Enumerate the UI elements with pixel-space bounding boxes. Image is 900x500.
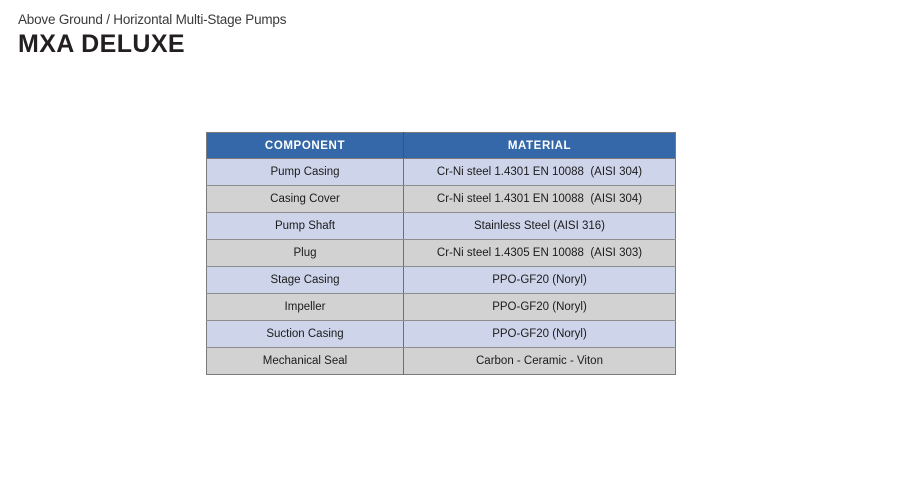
cell-component: Pump Casing	[206, 158, 404, 186]
cell-component: Stage Casing	[206, 266, 404, 294]
document-subtitle: Above Ground / Horizontal Multi-Stage Pu…	[18, 12, 287, 27]
table-header: COMPONENT MATERIAL	[206, 132, 676, 159]
cell-material: PPO-GF20 (Noryl)	[403, 293, 676, 321]
table-header-row: COMPONENT MATERIAL	[206, 132, 676, 159]
cell-material: PPO-GF20 (Noryl)	[403, 266, 676, 294]
column-header-component: COMPONENT	[206, 132, 404, 159]
cell-component: Impeller	[206, 293, 404, 321]
page-title: MXA DELUXE	[18, 30, 185, 58]
cell-material: Carbon - Ceramic - Viton	[403, 347, 676, 375]
cell-component: Casing Cover	[206, 185, 404, 213]
document-header: Above Ground / Horizontal Multi-Stage Pu…	[18, 11, 718, 59]
cell-material: Stainless Steel (AISI 316)	[403, 212, 676, 240]
cell-material: Cr-Ni steel 1.4301 EN 10088 (AISI 304)	[403, 185, 676, 213]
cell-component: Suction Casing	[206, 320, 404, 348]
cell-material: Cr-Ni steel 1.4305 EN 10088 (AISI 303)	[403, 239, 676, 267]
cell-component: Pump Shaft	[206, 212, 404, 240]
cell-material: Cr-Ni steel 1.4301 EN 10088 (AISI 304)	[403, 158, 676, 186]
cell-component: Plug	[206, 239, 404, 267]
cell-material: PPO-GF20 (Noryl)	[403, 320, 676, 348]
cell-component: Mechanical Seal	[206, 347, 404, 375]
column-header-material: MATERIAL	[403, 132, 676, 159]
